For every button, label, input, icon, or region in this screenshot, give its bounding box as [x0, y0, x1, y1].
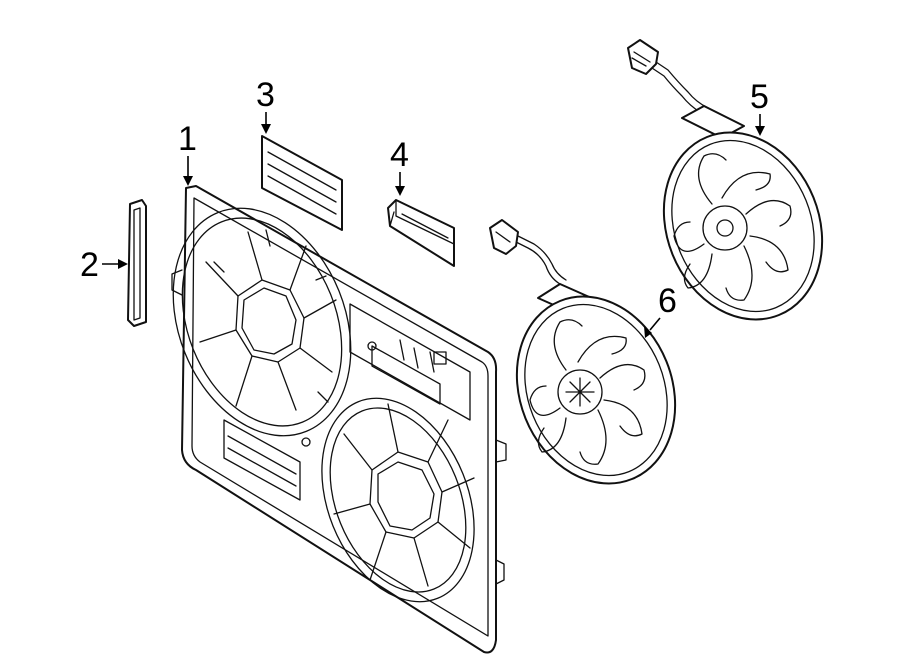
seal-strip-part-2 [127, 199, 147, 327]
fan-assembly-part-6 [489, 219, 677, 485]
callout-3-label: 3 [256, 76, 275, 114]
callout-1: 1 [178, 120, 197, 186]
callout-1-label: 1 [178, 120, 197, 158]
callout-4: 4 [390, 136, 409, 196]
callout-2: 2 [80, 246, 128, 284]
fan-shroud-part-1 [171, 185, 507, 654]
fan-assembly-part-5 [627, 39, 824, 321]
callout-6: 6 [644, 282, 677, 338]
callout-6-label: 6 [658, 282, 677, 320]
callout-4-label: 4 [390, 136, 409, 174]
callout-3: 3 [256, 76, 275, 134]
label-plate-part-3 [261, 135, 343, 231]
callout-5-label: 5 [750, 78, 769, 116]
bracket-part-4 [387, 199, 455, 267]
callout-2-label: 2 [80, 246, 99, 284]
callout-5: 5 [750, 78, 769, 136]
